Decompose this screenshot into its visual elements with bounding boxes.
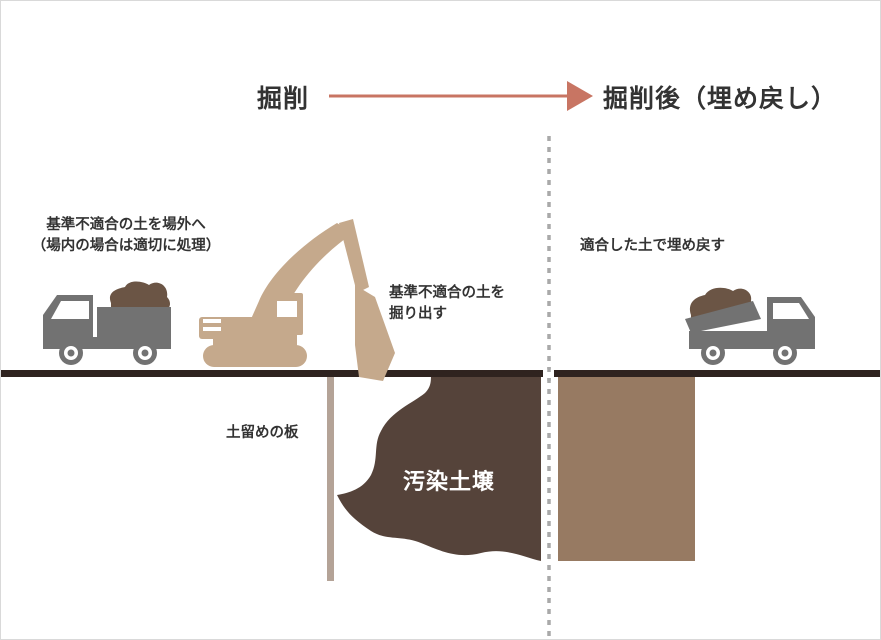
excavate-note-line2: 掘り出す: [389, 306, 447, 322]
excavate-note-line1: 基準不適合の土を: [389, 285, 505, 301]
offsite-note-line1: 基準不適合の土を場外へ: [46, 217, 206, 233]
heading-excavation: 掘削: [257, 84, 310, 113]
dump-truck-icon: [685, 287, 815, 365]
contaminated-soil-label: 汚染土壌: [403, 470, 496, 495]
process-arrow: [329, 81, 593, 111]
offsite-note: 基準不適合の土を場外へ （場内の場合は適切に処理）: [11, 215, 241, 257]
excavator-icon: [199, 219, 395, 381]
heading-after-excavation: 掘削後（埋め戻し）: [603, 84, 838, 113]
ground-gap: [543, 369, 554, 378]
offsite-note-line2: （場内の場合は適切に処理）: [31, 238, 221, 254]
excavate-note: 基準不適合の土を 掘り出す: [389, 283, 505, 325]
backfill-soil-area: [558, 375, 695, 561]
sheet-pile-label: 土留めの板: [226, 425, 299, 441]
backfill-note: 適合した土で埋め戻す: [580, 238, 725, 254]
contaminated-soil-area: [337, 375, 541, 561]
ground-line: [1, 370, 880, 377]
truck-icon: [43, 281, 171, 365]
sheet-pile: [327, 373, 334, 581]
